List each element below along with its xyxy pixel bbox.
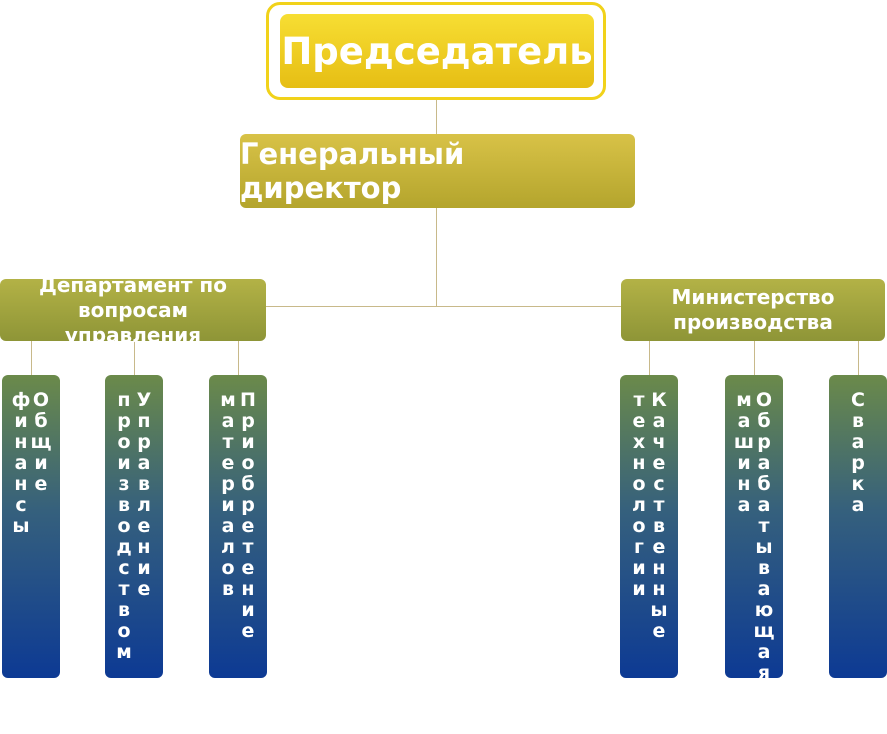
- chairman-label: Председатель: [281, 29, 593, 73]
- general-director-box: Генеральный директор: [240, 134, 635, 208]
- unit-processing-machine-label: Обрабатывающая машина: [733, 389, 775, 683]
- connector-unit-1: [31, 341, 32, 375]
- department-management-box: Департамент по вопросам управления: [0, 273, 266, 347]
- unit-production-management-label: Управление производством: [113, 389, 155, 662]
- unit-processing-machine: Обрабатывающая машина: [725, 375, 783, 683]
- unit-general-finance: Общие финансы: [2, 375, 60, 678]
- connector-chair-gd: [436, 100, 437, 134]
- general-director-label: Генеральный директор: [240, 137, 465, 205]
- chairman-box: Председатель: [280, 14, 594, 88]
- connector-horizontal: [266, 306, 621, 307]
- connector-unit-3: [238, 341, 239, 375]
- unit-materials-acquisition: Приобретение материалов: [209, 375, 267, 678]
- connector-unit-6: [858, 341, 859, 375]
- connector-unit-5: [754, 341, 755, 375]
- department-management-label: Департамент по вопросам управления: [39, 272, 227, 347]
- unit-quality-technologies: Качественные технологии: [620, 375, 678, 678]
- unit-welding-label: Сварка: [847, 389, 869, 515]
- connector-gd-down: [436, 208, 437, 306]
- department-production-label: Министерство производства: [671, 285, 835, 334]
- connector-unit-2: [134, 341, 135, 375]
- unit-welding: Сварка: [829, 375, 887, 678]
- unit-materials-acquisition-label: Приобретение материалов: [217, 389, 259, 641]
- unit-general-finance-label: Общие финансы: [10, 389, 52, 536]
- connector-unit-4: [649, 341, 650, 375]
- unit-production-management: Управление производством: [105, 375, 163, 678]
- unit-quality-technologies-label: Качественные технологии: [628, 389, 670, 641]
- department-production-box: Министерство производства: [621, 279, 885, 341]
